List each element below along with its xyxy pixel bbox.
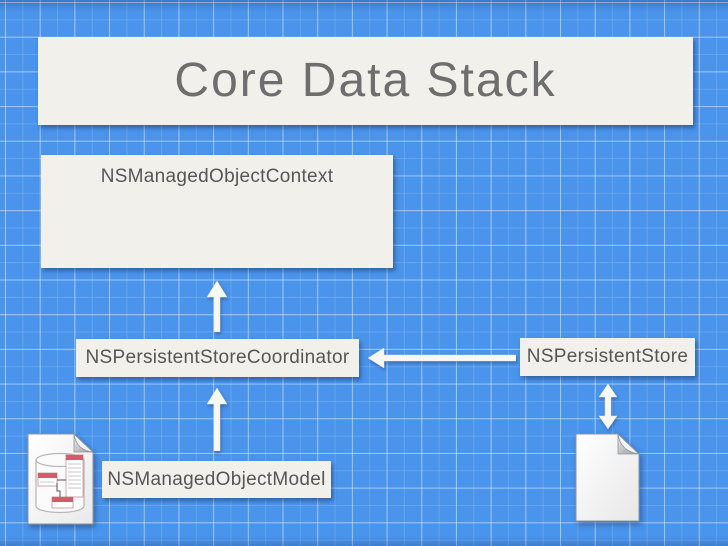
persistent-store-document-icon xyxy=(575,433,640,522)
box-nspersistentstore-label: NSPersistentStore xyxy=(526,346,689,367)
slide-title-box: Core Data Stack xyxy=(38,37,693,125)
box-nsmanagedobjectmodel: NSManagedObjectModel xyxy=(102,461,331,498)
arrow-store-to-document-icon xyxy=(598,384,618,429)
managed-object-model-document-icon xyxy=(27,433,94,525)
box-nsmanagedobjectcontext: NSManagedObjectContext xyxy=(41,155,393,268)
box-nsmanagedobjectcontext-label: NSManagedObjectContext xyxy=(100,166,334,187)
box-nspersistentstorecoordinator: NSPersistentStoreCoordinator xyxy=(76,339,359,377)
box-nspersistentstore: NSPersistentStore xyxy=(520,338,695,376)
box-nsmanagedobjectmodel-label: NSManagedObjectModel xyxy=(107,469,326,490)
arrow-model-to-coordinator-icon xyxy=(206,388,228,451)
slide-title: Core Data Stack xyxy=(174,54,557,107)
box-nspersistentstorecoordinator-label: NSPersistentStoreCoordinator xyxy=(85,347,350,368)
arrow-coordinator-to-context-icon xyxy=(206,281,228,332)
arrow-store-to-coordinator-icon xyxy=(368,347,516,369)
